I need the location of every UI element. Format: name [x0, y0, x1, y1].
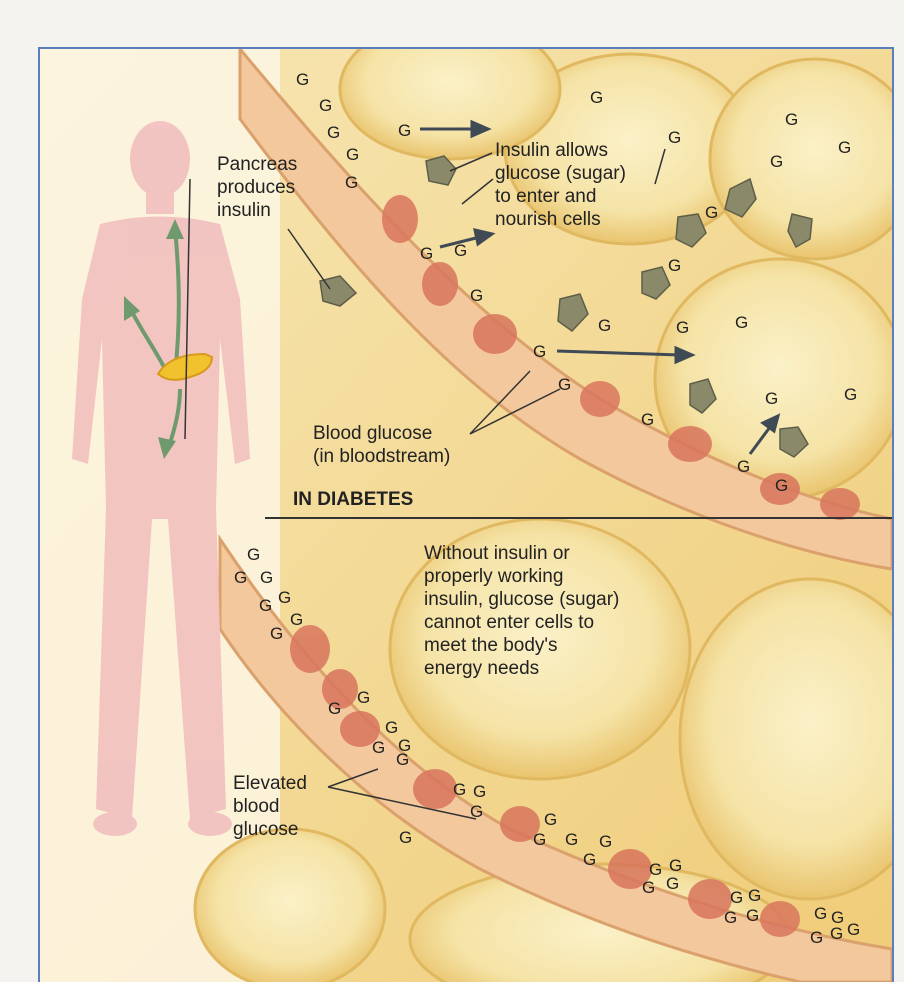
glucose-g: G [565, 831, 578, 849]
glucose-g: G [746, 907, 759, 925]
glucose-g: G [668, 129, 681, 147]
glucose-g: G [770, 153, 783, 171]
without-insulin-line: Without insulin or [424, 542, 619, 565]
glucose-g: G [385, 719, 398, 737]
glucose-g: G [669, 857, 682, 875]
glucose-g: G [453, 781, 466, 799]
insulin-action-line: to enter and [495, 185, 626, 208]
glucose-g: G [357, 689, 370, 707]
glucose-g: G [327, 124, 340, 142]
glucose-g: G [533, 343, 546, 361]
pancreas-label: Pancreas produces insulin [217, 153, 297, 222]
elevated-glucose-line: glucose [233, 818, 307, 841]
glucose-g: G [234, 569, 247, 587]
glucose-g: G [748, 887, 761, 905]
glucose-g: G [810, 929, 823, 947]
elevated-glucose-line: blood [233, 795, 307, 818]
glucose-g: G [705, 204, 718, 222]
glucose-g: G [399, 829, 412, 847]
glucose-g: G [398, 122, 411, 140]
insulin-action-line: glucose (sugar) [495, 162, 626, 185]
glucose-g: G [260, 569, 273, 587]
glucose-g: G [259, 597, 272, 615]
glucose-g: G [290, 611, 303, 629]
glucose-g: G [598, 317, 611, 335]
glucose-g: G [558, 376, 571, 394]
glucose-g: G [730, 889, 743, 907]
without-insulin-line: insulin, glucose (sugar) [424, 588, 619, 611]
glucose-g: G [533, 831, 546, 849]
glucose-g: G [814, 905, 827, 923]
blood-glucose-line: Blood glucose [313, 422, 450, 445]
glucose-g: G [345, 174, 358, 192]
elevated-glucose-label: Elevated blood glucose [233, 772, 307, 841]
glucose-g: G [666, 875, 679, 893]
glucose-g: G [420, 245, 433, 263]
glucose-g: G [724, 909, 737, 927]
glucose-g: G [296, 71, 309, 89]
glucose-g: G [247, 546, 260, 564]
glucose-g: G [346, 146, 359, 164]
without-insulin-line: properly working [424, 565, 619, 588]
glucose-g: G [737, 458, 750, 476]
insulin-action-line: Insulin allows [495, 139, 626, 162]
insulin-action-label: Insulin allows glucose (sugar) to enter … [495, 139, 626, 231]
glucose-g: G [775, 477, 788, 495]
glucose-g: G [642, 879, 655, 897]
glucose-g: G [319, 97, 332, 115]
glucose-g: G [830, 925, 843, 943]
glucose-g: G [599, 833, 612, 851]
glucose-g: G [735, 314, 748, 332]
pancreas-label-line: produces [217, 176, 297, 199]
glucose-g: G [372, 739, 385, 757]
pancreas-label-line: insulin [217, 199, 297, 222]
without-insulin-line: energy needs [424, 657, 619, 680]
without-insulin-label: Without insulin or properly working insu… [424, 542, 619, 680]
glucose-g: G [583, 851, 596, 869]
glucose-g: G [676, 319, 689, 337]
in-diabetes-heading: IN DIABETES [293, 489, 413, 511]
glucose-g: G [328, 700, 341, 718]
glucose-g: G [470, 803, 483, 821]
glucose-g: G [454, 242, 467, 260]
glucose-g: G [649, 861, 662, 879]
pancreas-label-line: Pancreas [217, 153, 297, 176]
blood-glucose-line: (in bloodstream) [313, 445, 450, 468]
glucose-g: G [641, 411, 654, 429]
glucose-g: G [847, 921, 860, 939]
glucose-g: G [270, 625, 283, 643]
glucose-g: G [473, 783, 486, 801]
glucose-g: G [590, 89, 603, 107]
glucose-g: G [396, 751, 409, 769]
glucose-g: G [278, 589, 291, 607]
without-insulin-line: meet the body's [424, 634, 619, 657]
blood-glucose-label: Blood glucose (in bloodstream) [313, 422, 450, 468]
diagram-frame: Pancreas produces insulin Insulin allows… [38, 47, 894, 982]
glucose-g: G [470, 287, 483, 305]
glucose-g: G [765, 390, 778, 408]
elevated-glucose-line: Elevated [233, 772, 307, 795]
glucose-g: G [844, 386, 857, 404]
glucose-g: G [838, 139, 851, 157]
insulin-action-line: nourish cells [495, 208, 626, 231]
glucose-g: G [668, 257, 681, 275]
illustration [40, 49, 892, 982]
without-insulin-line: cannot enter cells to [424, 611, 619, 634]
glucose-g: G [544, 811, 557, 829]
glucose-g: G [785, 111, 798, 129]
